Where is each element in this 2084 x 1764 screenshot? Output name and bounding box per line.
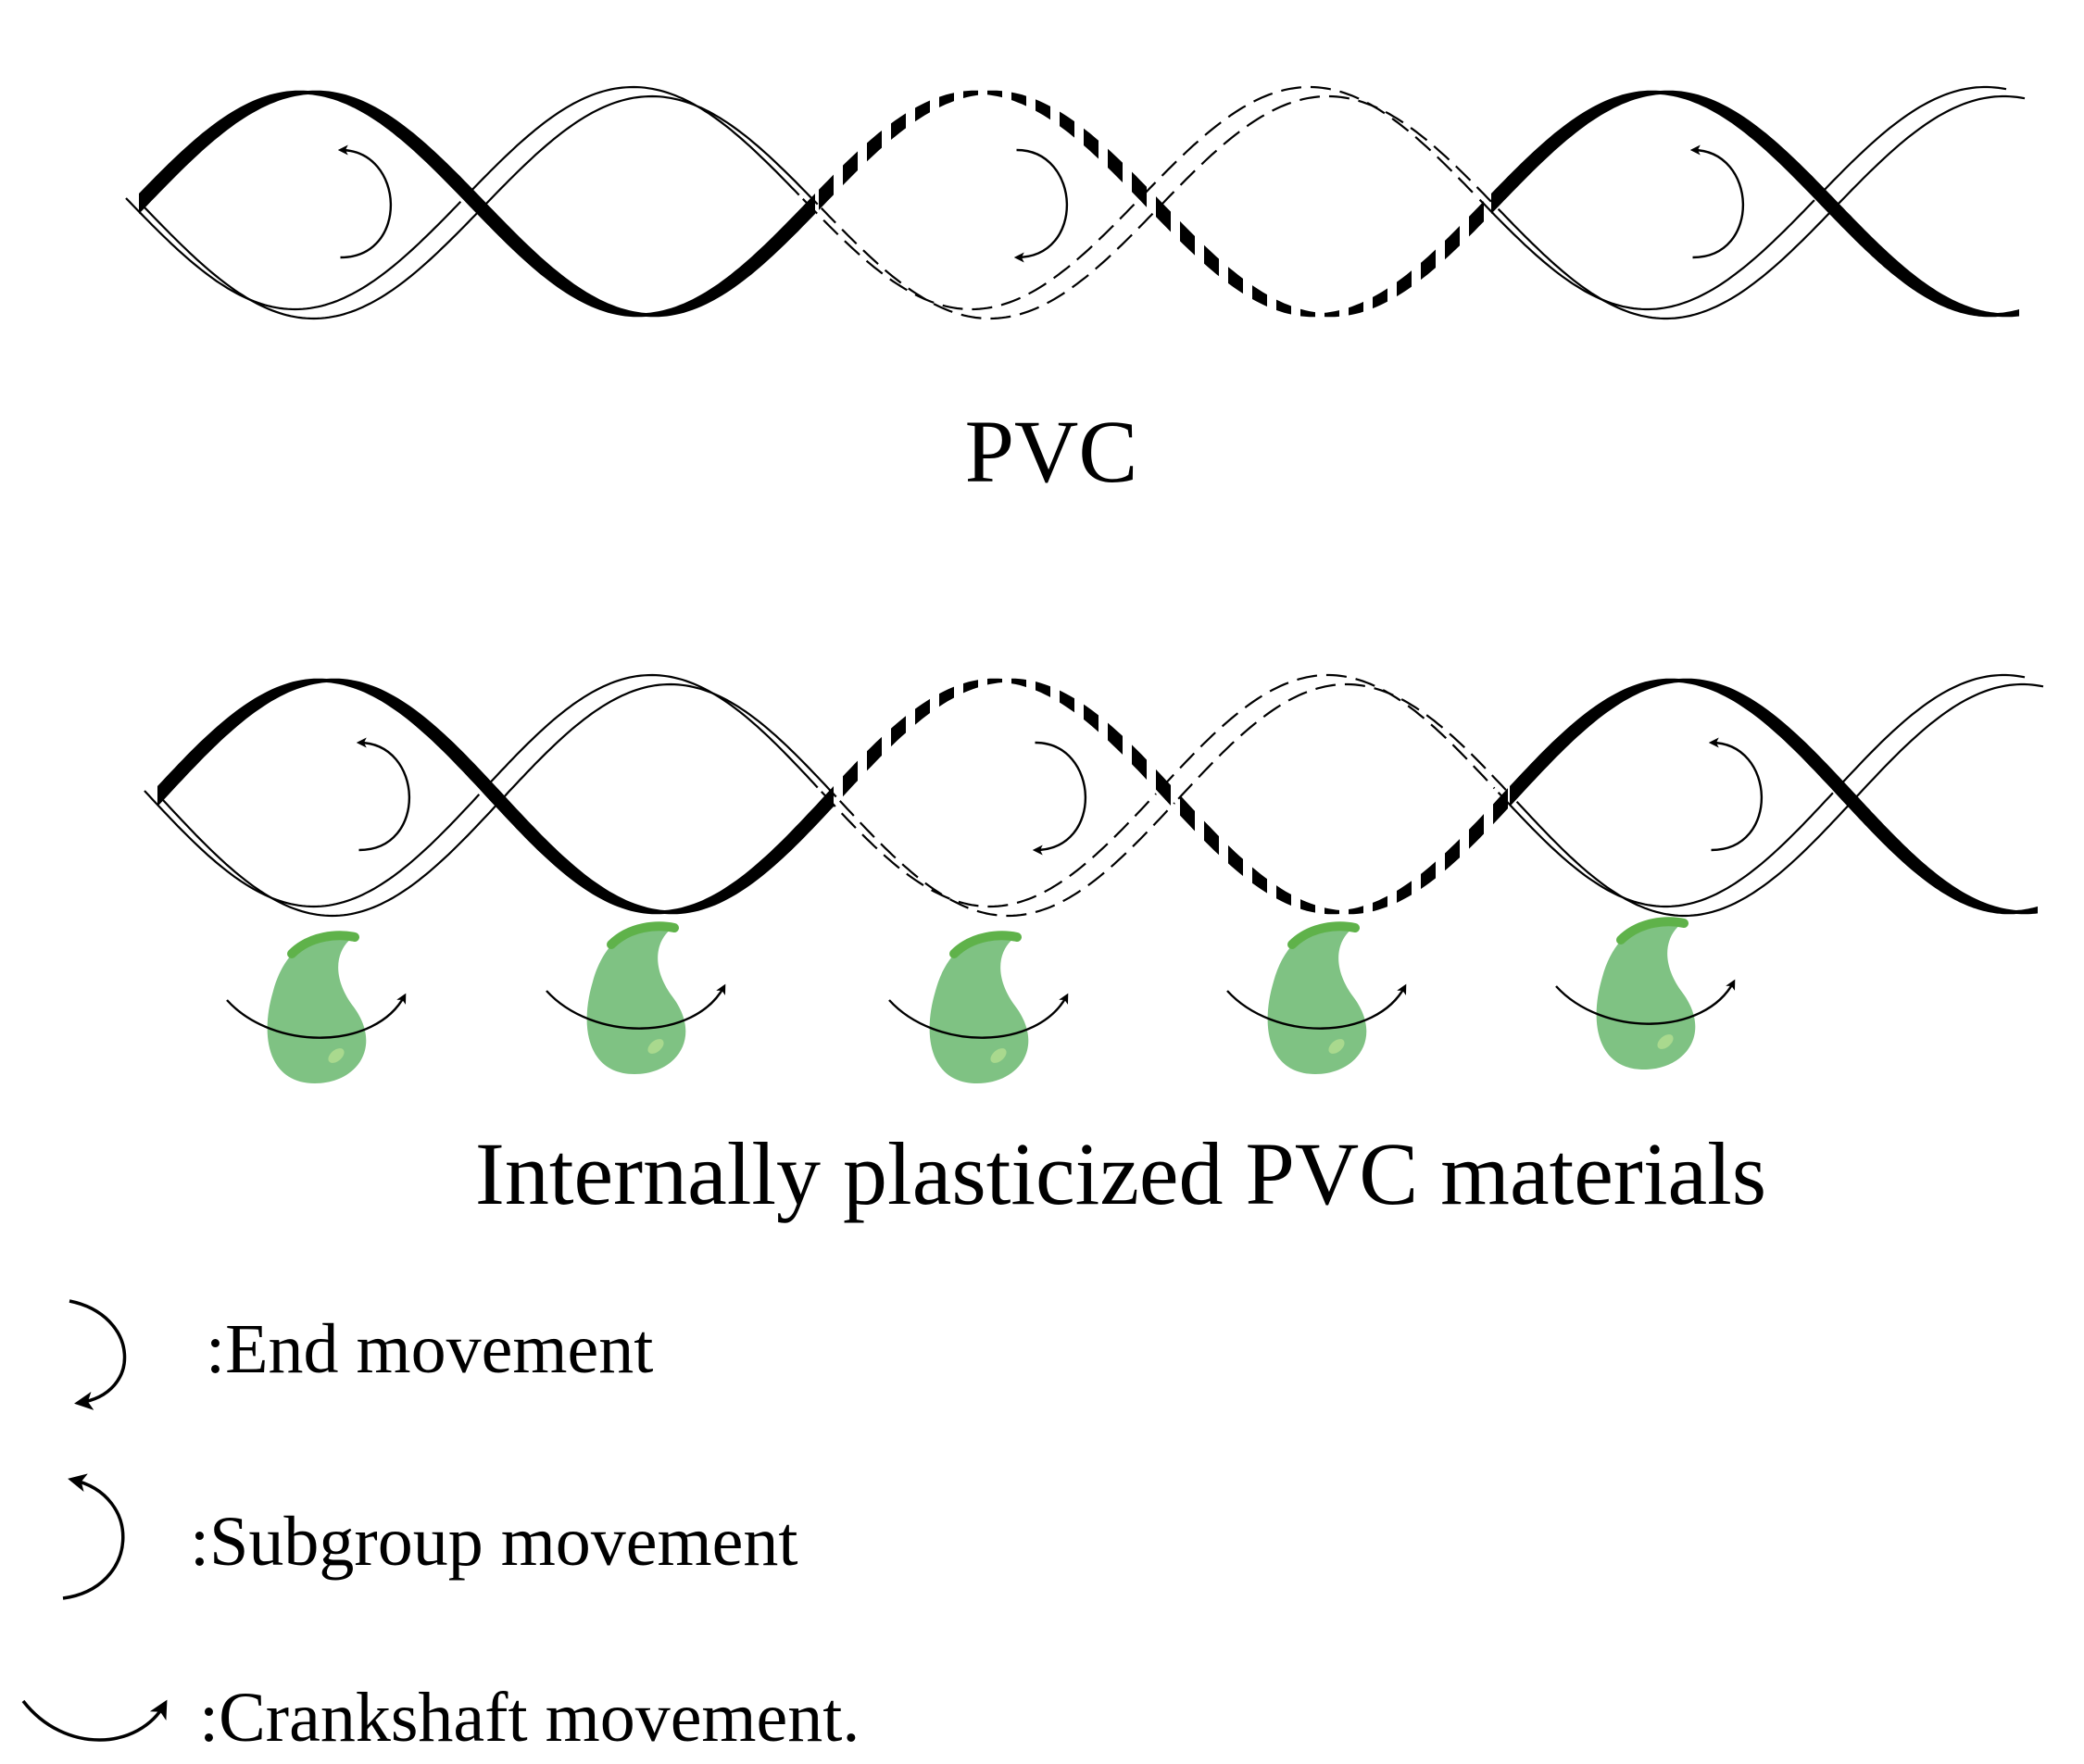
plasticized-back-strand-1-5 [1854, 682, 2044, 799]
pvc-back-strand-0-5 [1817, 85, 2007, 197]
plasticized-back-strand-1-3 [1177, 682, 1514, 800]
crankshaft-movement-arrow-icon [1226, 983, 1407, 1030]
plasticized-front-strand-3 [1172, 786, 1510, 915]
legend-end-movement: :End movement [206, 1310, 653, 1388]
pvc-front-strand-4 [1491, 90, 1829, 214]
plasticizer-droplet-body [1596, 919, 1696, 1070]
plasticizer-droplet-icon-2 [888, 931, 1069, 1083]
plasticized-front-strand-4 [1510, 678, 1848, 807]
plasticizer-droplet-body [267, 932, 367, 1083]
plasticized-back-strand-0-0 [144, 790, 481, 908]
pvc-back-strand-0-2 [802, 198, 1138, 311]
plasticizer-droplets [226, 917, 1736, 1083]
plasticizer-droplet-rim [1287, 921, 1360, 949]
plasticizer-droplet-body [586, 923, 686, 1074]
plasticized-back-strand-1-2 [839, 800, 1175, 918]
plasticizer-droplet-highlight [990, 1048, 1007, 1063]
pvc-back-strand-0-1 [463, 85, 800, 199]
crankshaft-movement-arrow-icon [1555, 979, 1736, 1025]
plasticizer-droplet-body [929, 932, 1029, 1083]
legend-crankshaft-movement: :Crankshaft movement. [199, 1679, 860, 1757]
pvc-front-strand-3 [1153, 194, 1491, 318]
internally-plasticized-label: Internally plasticized PVC materials [475, 1124, 1766, 1223]
pvc-back-strand-1-3 [1159, 94, 1496, 207]
crankshaft-movement-arrow-icon [21, 1699, 168, 1742]
plasticizer-droplet-highlight [1657, 1034, 1674, 1049]
plasticizer-droplet-highlight [328, 1048, 345, 1063]
plasticized-loop-rotation-arrow-icon-2 [1708, 737, 1763, 852]
legend: :End movement :Subgroup movement :Cranks… [21, 1299, 860, 1757]
plasticized-front-strand-5 [1848, 786, 2038, 915]
plasticized-loop-rotation-arrow-icon-1 [1032, 741, 1086, 856]
pvc-loop-rotation-arrow-icon-2 [1689, 144, 1744, 259]
pvc-front-strand-0 [139, 90, 477, 214]
crankshaft-movement-arrow-icon [226, 993, 407, 1039]
end-movement-arrow-icon [69, 1299, 127, 1410]
plasticizer-droplet-icon-3 [1226, 921, 1407, 1074]
plasticized-loop-rotation-arrow-icon-0 [356, 737, 410, 852]
pvc-loop-rotation-arrow-icon-1 [1013, 148, 1068, 263]
plasticizer-droplet-rim [1616, 917, 1689, 945]
pvc-back-strand-0-3 [1140, 85, 1477, 198]
pvc-back-strand-1-5 [1836, 94, 2026, 206]
plasticizer-droplet-body [1267, 923, 1367, 1074]
plasticizer-droplet-highlight [1328, 1039, 1345, 1054]
plasticized-back-strand-0-4 [1497, 791, 1834, 908]
plasticized-back-strand-1-0 [162, 799, 499, 918]
plasticizer-droplet-rim [607, 921, 679, 949]
internally-plasticized-helix-chain [144, 673, 2044, 918]
plasticized-front-strand-0 [157, 678, 496, 807]
plasticized-back-strand-0-1 [482, 673, 819, 792]
plasticizer-droplet-highlight [647, 1039, 664, 1054]
pvc-back-strand-1-0 [144, 206, 481, 320]
plasticizer-droplet-icon-0 [226, 931, 407, 1083]
plasticizer-droplet-icon-4 [1555, 917, 1736, 1070]
pvc-front-strand-2 [815, 90, 1153, 214]
crankshaft-movement-arrow-icon [888, 993, 1069, 1039]
pvc-front-strand-1 [477, 194, 815, 318]
pvc-label: PVC [965, 402, 1138, 501]
plasticized-front-strand-2 [834, 678, 1172, 807]
pvc-helix-chain [125, 85, 2026, 320]
plasticized-back-strand-1-1 [500, 682, 837, 801]
plasticized-back-strand-1-4 [1515, 800, 1852, 918]
pvc-back-strand-1-4 [1497, 207, 1834, 320]
pvc-loop-rotation-arrow-icon-0 [337, 144, 392, 259]
crankshaft-movement-arrow-icon [546, 983, 726, 1030]
plasticizer-droplet-icon-1 [546, 921, 726, 1074]
subgroup-movement-arrow-icon [62, 1473, 125, 1600]
plasticizer-droplet-rim [287, 931, 359, 958]
plasticized-back-strand-0-5 [1836, 673, 2026, 790]
plasticized-back-strand-0-2 [821, 791, 1157, 908]
pvc-back-strand-1-1 [482, 94, 819, 208]
plasticized-back-strand-0-3 [1159, 673, 1496, 791]
plasticizer-droplet-rim [949, 931, 1022, 958]
plasticized-front-strand-1 [496, 786, 834, 915]
pvc-back-strand-0-4 [1478, 198, 1815, 311]
pvc-front-strand-5 [1829, 194, 2019, 318]
pvc-back-strand-1-2 [821, 207, 1157, 320]
pvc-back-strand-0-0 [125, 197, 462, 311]
legend-subgroup-movement: :Subgroup movement [190, 1503, 798, 1581]
